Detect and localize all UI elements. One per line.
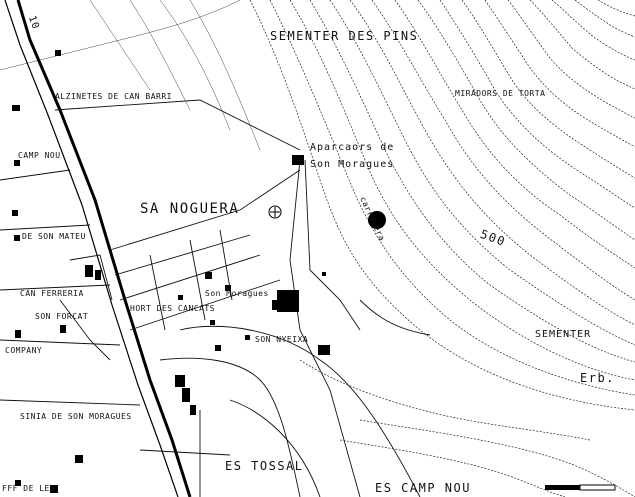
label-miradors: MIRADORS DE TORTA — [455, 89, 546, 98]
label-camp-nou-left: CAMP NOU — [18, 151, 61, 160]
label-erb: Erb. — [580, 371, 615, 385]
parcel-lines — [0, 99, 431, 497]
label-sementer-des-pins: SEMENTER DES PINS — [270, 29, 419, 43]
label-es-tossal: ES TOSSAL — [225, 459, 304, 473]
tree-symbol — [268, 205, 282, 219]
contour-lines — [249, 0, 635, 497]
label-son-moragues: Son Moragues — [205, 289, 269, 298]
contour-lines-left — [0, 0, 261, 151]
scale-bar — [545, 484, 616, 491]
label-alzinetes: ALZINETES DE CAN BARRI — [55, 92, 172, 101]
label-son-forcat: SON FORCAT — [35, 312, 89, 321]
buildings — [12, 50, 330, 493]
label-de-son-mateu: DE SON MATEU — [22, 232, 86, 241]
label-es-camp-nou: ES CAMP NOU — [375, 481, 471, 495]
marker-point — [368, 211, 386, 229]
label-aparcadore-1: Aparcaors de — [310, 142, 395, 153]
label-bottom-left: FFF DE LES — [2, 484, 56, 493]
label-company: COMPANY — [5, 346, 43, 355]
label-aparcadore-2: Son Moragues — [310, 159, 395, 170]
label-sementer-right: SEMENTER — [535, 329, 592, 340]
label-sa-noguera: SA NOGUERA — [140, 201, 240, 217]
label-sinia: SINIA DE SON MORAGUES — [20, 412, 132, 421]
label-can-ferreria: CAN FERRERIA — [20, 289, 84, 298]
label-hort-des-cancats: HORT DES CANCATS — [130, 304, 216, 313]
label-son-nyeixa: SON NYEIXA — [255, 335, 309, 344]
